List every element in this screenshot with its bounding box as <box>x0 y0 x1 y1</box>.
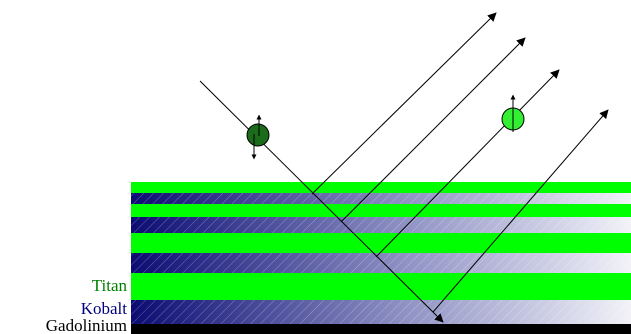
reflected-particle <box>501 94 525 132</box>
cobalt-hatch <box>131 300 631 324</box>
beams <box>199 12 609 323</box>
reflected-beam-2 <box>340 37 526 223</box>
incident-particle <box>246 114 270 160</box>
cobalt-hatch <box>131 217 631 233</box>
titanium-layer <box>131 233 631 253</box>
gadolinium-layer <box>131 324 631 334</box>
titanium-label: Titan <box>92 276 128 295</box>
titanium-layer <box>131 273 631 300</box>
cobalt-hatch <box>131 193 631 204</box>
gadolinium-label: Gadolinium <box>46 316 127 334</box>
reflected-beam-3 <box>375 69 560 258</box>
cobalt-hatch <box>131 253 631 273</box>
spin-down-particle-icon <box>246 123 270 147</box>
reflected-beam-4 <box>432 109 609 313</box>
layer-stack <box>131 182 631 334</box>
titanium-layer <box>131 182 631 193</box>
titanium-layer <box>131 204 631 217</box>
incident-beam <box>199 80 444 323</box>
reflected-beam-1 <box>311 12 497 195</box>
cobalt-label: Kobalt <box>81 299 128 318</box>
